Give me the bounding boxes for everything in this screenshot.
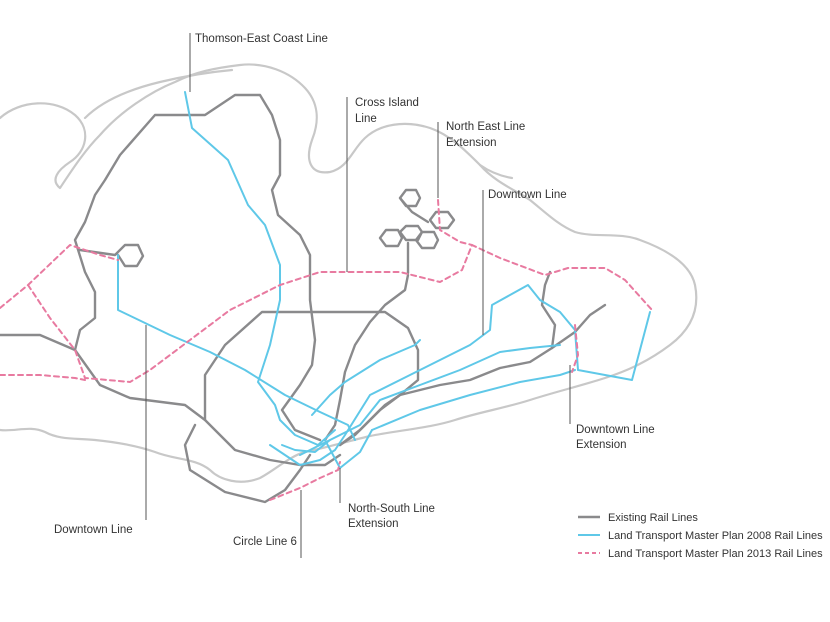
leader-lines [145,33,571,558]
plan-2008-rail-lines [117,91,651,469]
coastline-east-bay [478,163,514,180]
plan-2013-rail-lines [0,199,653,501]
plan2013-cross-island-line [0,244,653,383]
label-cross-island-2: Line [355,113,377,125]
existing-ns-line [183,423,312,504]
plan2008-south-loop [324,429,373,469]
existing-bukit-panjang-lrt [78,243,145,268]
label-nsl-ext-1: North-South Line [348,503,435,515]
plan2013-nsl-extension [269,461,341,501]
label-cross-island-1: Cross Island [355,97,419,109]
coastline-main [0,63,698,483]
label-downtown-ne: Downtown Line [488,189,567,201]
existing-lrt-loop-a [398,224,424,275]
plan2008-downtown-east [269,284,651,466]
line-labels: Thomson-East Coast Line Cross Island Lin… [54,33,655,548]
existing-rail-lines [0,93,607,504]
existing-lrt-loop-e [428,210,456,230]
label-circle-line-6: Circle Line 6 [233,536,297,548]
plan2008-thomson-line [184,91,336,446]
existing-ne-line [323,273,410,442]
legend-label-existing: Existing Rail Lines [608,512,698,524]
existing-ew-east-branch [550,303,607,350]
plan2008-dtl3-east [371,369,576,431]
plan2013-jurong-region-line [0,374,86,381]
legend: Existing Rail Lines Land Transport Maste… [578,512,823,560]
label-thomson-east-coast: Thomson-East Coast Line [195,33,328,45]
existing-lrt-loop-d [398,188,422,208]
existing-lrt-loop-f [398,196,430,224]
plan2008-dtl2-link [311,339,421,416]
plan2008-tel-south [281,439,331,453]
label-nel-ext-2: Extension [446,137,497,149]
legend-label-2013: Land Transport Master Plan 2013 Rail Lin… [608,548,823,560]
plan2013-dtl-extension [571,324,579,373]
existing-ns-north [73,93,322,442]
plan2013-nel-extension [437,199,473,246]
existing-lrt-loop-b [378,228,404,248]
coastline [0,63,698,483]
existing-ew-east [338,270,557,447]
coastline-inner [83,68,234,120]
label-dtl-ext-2: Extension [576,439,627,451]
label-nel-ext-1: North East Line [446,121,525,133]
existing-lrt-loop-c [414,230,440,250]
plan2008-east-coast [299,344,561,456]
label-nsl-ext-2: Extension [348,518,399,530]
label-dtl-ext-1: Downtown Line [576,424,655,436]
legend-label-2008: Land Transport Master Plan 2008 Rail Lin… [608,530,823,542]
label-downtown-sw: Downtown Line [54,524,133,536]
plan2008-downtown-line [117,254,356,441]
